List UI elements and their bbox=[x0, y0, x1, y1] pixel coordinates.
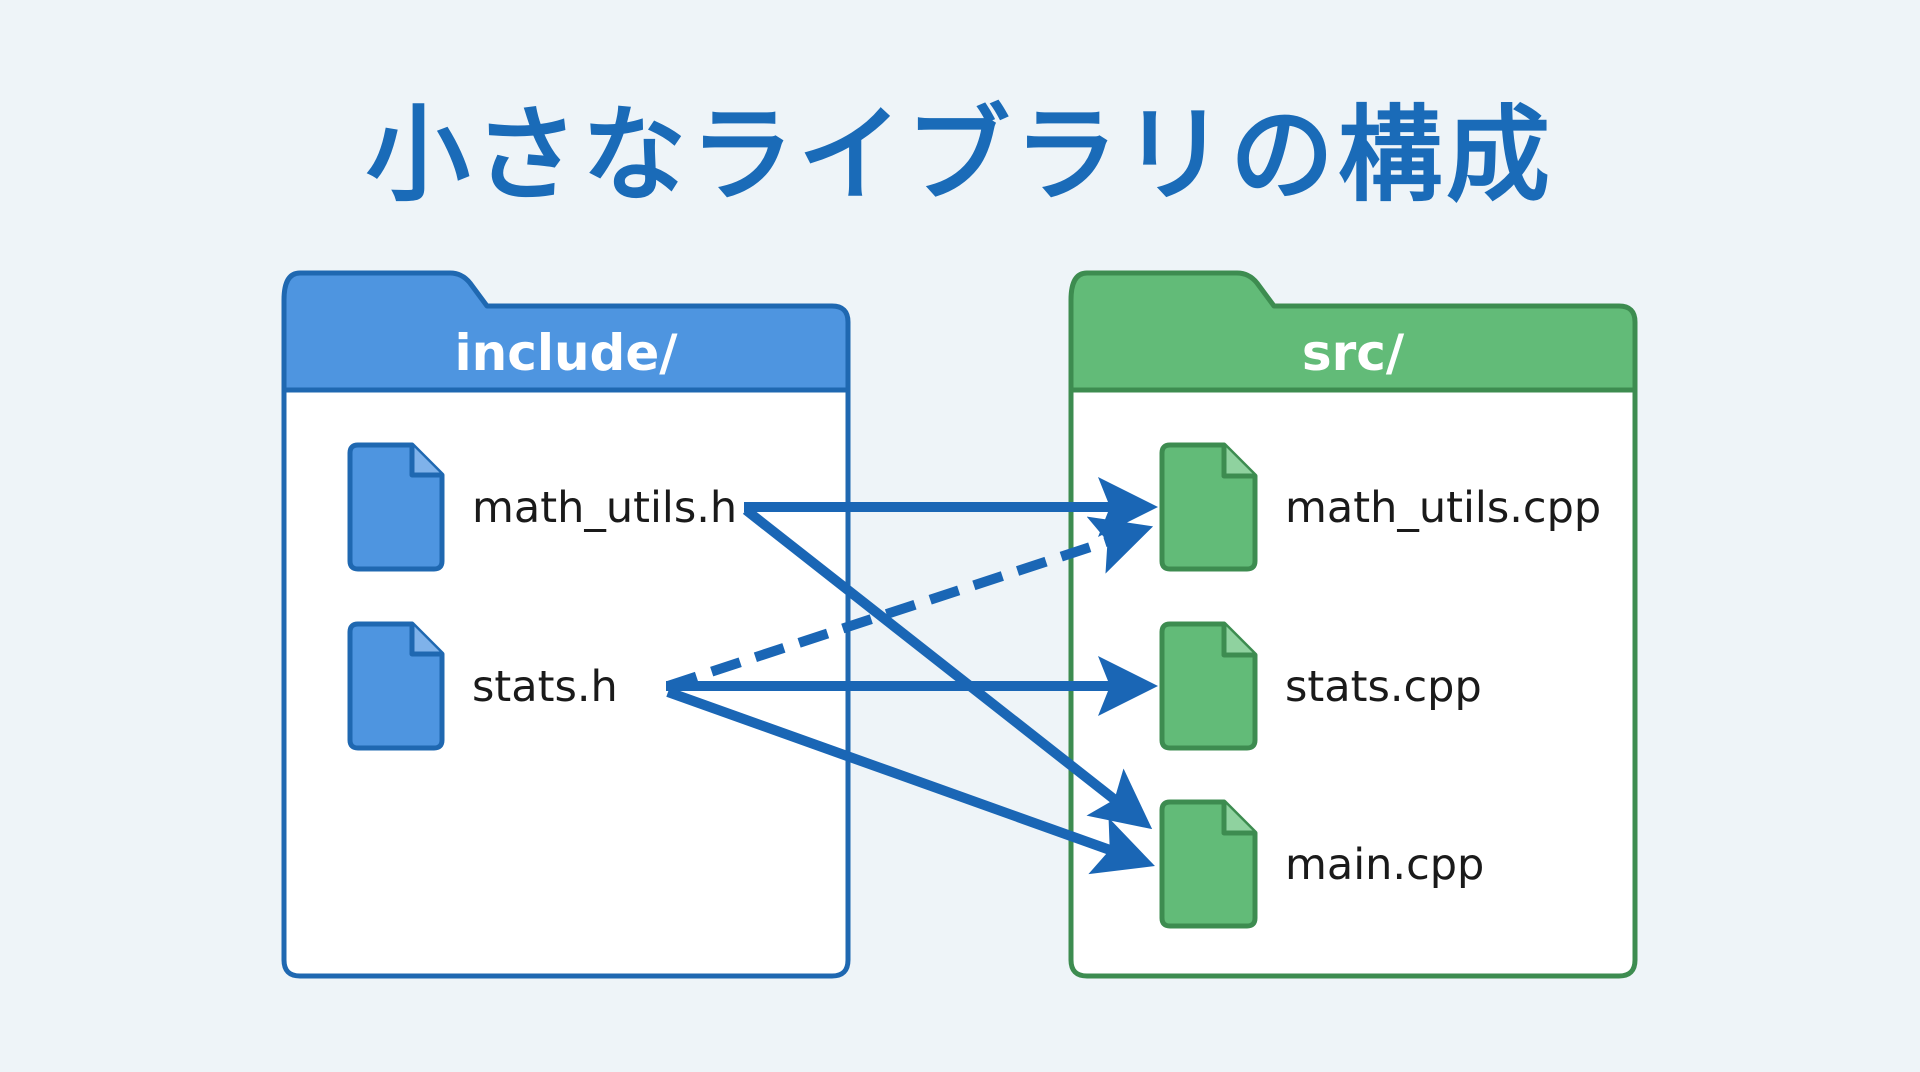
folder-src-tab bbox=[1068, 270, 1638, 393]
file-label-stats-cpp: stats.cpp bbox=[1285, 662, 1482, 712]
file-icon-stats-h bbox=[347, 621, 445, 751]
file-label-math-utils-cpp: math_utils.cpp bbox=[1285, 483, 1602, 533]
arrow-math-utils-h-to-main-cpp bbox=[742, 506, 1153, 830]
file-icon-math-utils-cpp bbox=[1159, 442, 1258, 572]
diagram-title: 小さなライブラリの構成 bbox=[365, 94, 1554, 216]
file-label-math-utils-h: math_utils.h bbox=[472, 483, 738, 533]
folder-src-label: src/ bbox=[1301, 324, 1405, 382]
file-label-stats-h: stats.h bbox=[472, 662, 618, 712]
arrow-stats-h-to-math-utils-cpp bbox=[666, 516, 1154, 691]
arrow-stats-h-to-main-cpp bbox=[666, 687, 1155, 875]
file-icon-main-cpp bbox=[1159, 799, 1258, 929]
folder-include-label: include/ bbox=[454, 324, 678, 382]
file-icon-stats-cpp bbox=[1159, 621, 1258, 751]
file-icon-math-utils-h bbox=[347, 442, 445, 572]
folder-include-tab bbox=[281, 270, 851, 393]
file-label-main-cpp: main.cpp bbox=[1285, 840, 1485, 890]
